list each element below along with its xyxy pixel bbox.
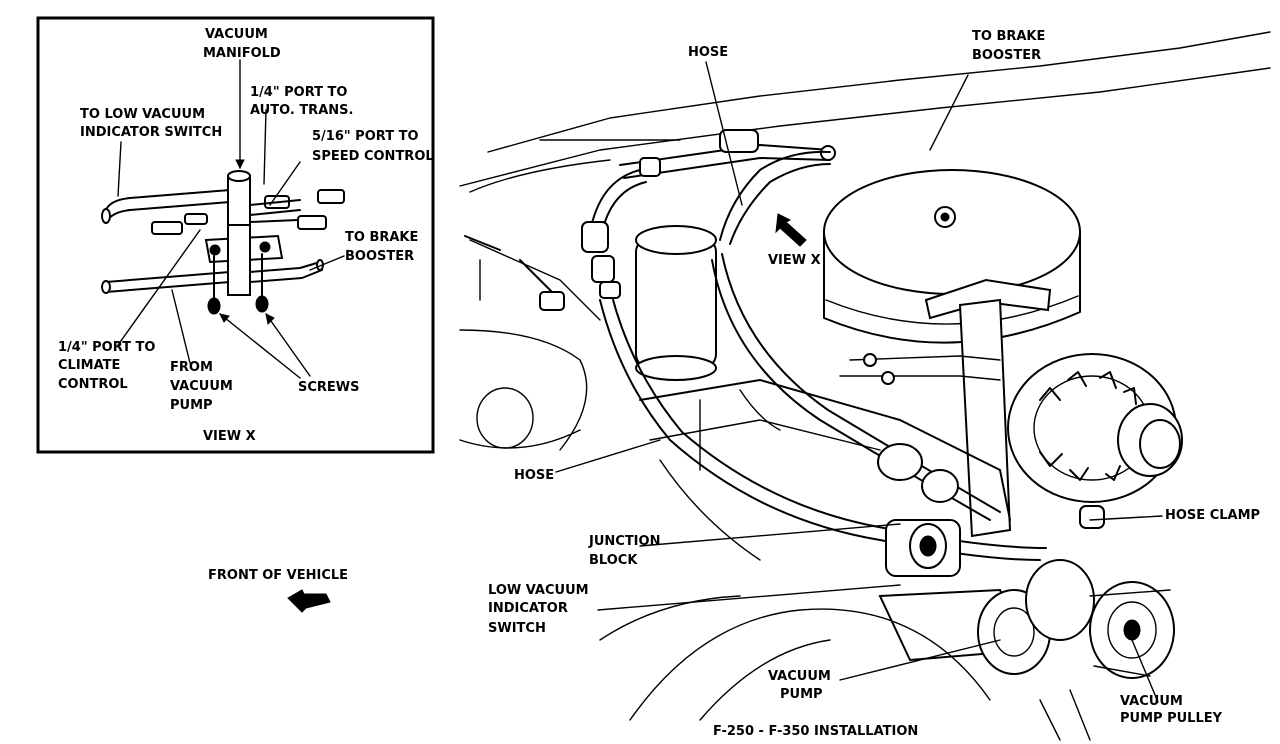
label-low-vacuum-switch: LOW VACUUM INDICATOR SWITCH	[488, 583, 593, 636]
label-inset-caption: VIEW X	[203, 429, 256, 444]
inset-screw-right	[255, 295, 269, 313]
view-x-arrow-icon	[775, 213, 807, 247]
hose-clamp	[1079, 505, 1105, 529]
label-port-speed-control: 5/16" PORT TO SPEED CONTROL	[312, 129, 434, 164]
front-arrow-icon	[287, 589, 331, 613]
vacuum-hose-main	[599, 299, 1041, 561]
inset-port-climate	[151, 221, 183, 235]
label-junction-block: JUNCTION BLOCK	[588, 534, 665, 568]
reservoir	[635, 237, 717, 369]
label-from-vacuum-pump: FROM VACUUM PUMP	[170, 360, 237, 413]
label-hose-top: HOSE	[688, 45, 728, 60]
label-to-low-vacuum-switch: TO LOW VACUUM INDICATOR SWITCH	[80, 107, 222, 140]
label-to-brake-booster: TO BRAKE BOOSTER	[972, 29, 1050, 63]
label-front-of-vehicle: FRONT OF VEHICLE	[208, 568, 348, 583]
engine-illustration	[459, 31, 1271, 741]
label-vacuum-manifold: VACUUM MANIFOLD	[203, 27, 281, 61]
inset-lower-hose	[105, 271, 231, 283]
inset-screw-left	[207, 297, 221, 315]
label-vacuum-pump-pulley: VACUUM PUMP PULLEY	[1120, 694, 1223, 726]
label-screws: SCREWS	[298, 380, 360, 395]
label-hose-clamp: HOSE CLAMP	[1165, 508, 1260, 523]
air-cleaner	[823, 169, 1081, 295]
main-leaders	[555, 61, 1163, 703]
inset-view-x: VACUUM MANIFOLD 1/4" PORT TO AUTO. TRANS…	[36, 16, 435, 454]
label-port-auto-trans: 1/4" PORT TO AUTO. TRANS.	[250, 85, 353, 118]
label-view-x: VIEW X	[768, 253, 821, 268]
label-port-climate-control: 1/4" PORT TO CLIMATE CONTROL	[58, 340, 160, 392]
inset-port-speed	[317, 189, 345, 204]
label-hose-left: HOSE	[514, 468, 554, 483]
label-installation-caption: F-250 - F-350 INSTALLATION	[713, 724, 918, 739]
inset-upper-hose	[105, 189, 231, 211]
label-inset-to-brake-booster: TO BRAKE BOOSTER	[345, 230, 423, 264]
label-vacuum-pump: VACUUM PUMP	[768, 669, 835, 702]
